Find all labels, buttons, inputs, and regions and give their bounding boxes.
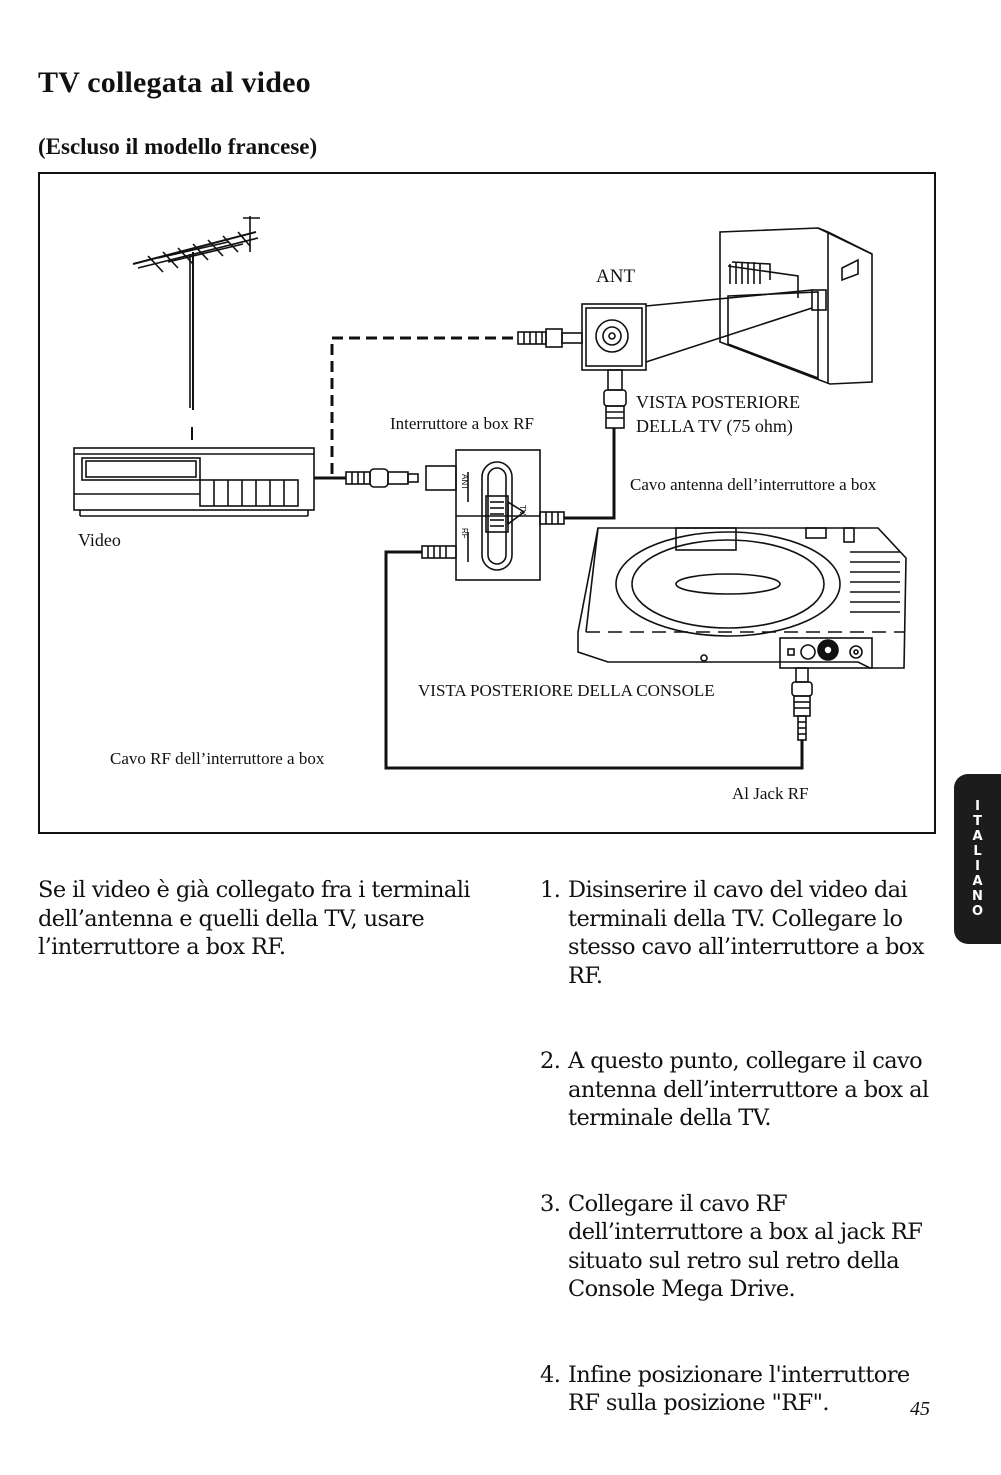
page-number: 45 bbox=[910, 1398, 930, 1420]
intro-paragraph: Se il video è già collegato fra i termin… bbox=[38, 877, 471, 960]
language-tab-letter: A bbox=[972, 829, 983, 844]
tv-ant-terminal-icon bbox=[581, 303, 647, 371]
tv-rear-icon bbox=[645, 227, 873, 385]
rf-jack-label: Al Jack RF bbox=[732, 784, 809, 803]
step-number: 2. bbox=[540, 1048, 561, 1074]
language-tab: I T A L I A N O bbox=[954, 774, 1001, 944]
console-rear-view-label: VISTA POSTERIORE DELLA CONSOLE bbox=[418, 681, 715, 700]
step-text: Infine posizionare l'interruttore RF sul… bbox=[568, 1361, 910, 1417]
switch-tv-label: TV bbox=[518, 505, 527, 516]
language-tab-letter: L bbox=[973, 844, 982, 859]
page-title: TV collegata al video bbox=[38, 66, 311, 99]
tv-rear-view-label-line2: DELLA TV (75 ohm) bbox=[636, 416, 793, 436]
tv-plug-connector bbox=[517, 328, 583, 348]
step-number: 4. bbox=[540, 1361, 561, 1388]
step-item: 1. Disinserire il cavo del video dai term… bbox=[540, 876, 940, 990]
language-tab-letter: I bbox=[975, 799, 980, 814]
step-text: Disinserire il cavo del video dai termin… bbox=[568, 877, 924, 989]
step-number: 1. bbox=[540, 877, 561, 903]
step-text: Collegare il cavo RF dell’interruttore a… bbox=[568, 1190, 923, 1303]
rf-switch-label: Interruttore a box RF bbox=[390, 414, 534, 433]
tv-rear-view-label-line1: VISTA POSTERIORE bbox=[636, 392, 801, 412]
language-tab-letter: N bbox=[972, 889, 983, 904]
rf-switch-box-icon: ANT RF TV bbox=[425, 449, 541, 581]
step-item: 4. Infine posizionare l'interruttore RF s… bbox=[540, 1361, 940, 1418]
instruction-steps: 1. Disinserire il cavo del video dai term… bbox=[540, 876, 940, 1475]
antenna-cable-label: Cavo antenna dell’interruttore a box bbox=[630, 475, 877, 494]
language-tab-letter: I bbox=[975, 859, 980, 874]
step-number: 3. bbox=[540, 1190, 561, 1217]
step-item: 2. A questo punto, collegare il cavo ante… bbox=[540, 1047, 940, 1133]
connection-diagram: ANT RF TV bbox=[38, 172, 936, 834]
switch-ant-label: ANT bbox=[460, 474, 469, 490]
page-subtitle: (Escluso il modello francese) bbox=[38, 134, 318, 159]
console-rear-icon bbox=[577, 527, 907, 669]
switch-rf-label: RF bbox=[460, 528, 469, 539]
step-item: 3. Collegare il cavo RF dell’interruttore… bbox=[540, 1190, 940, 1304]
step-text: A questo punto, collegare il cavo antenn… bbox=[568, 1048, 929, 1131]
language-tab-letter: T bbox=[973, 814, 982, 829]
video-label: Video bbox=[78, 530, 121, 550]
rf-jack-icon bbox=[791, 667, 813, 741]
tv-vertical-plug bbox=[603, 369, 627, 429]
language-tab-letter: A bbox=[972, 874, 983, 889]
vcr-plug-connector bbox=[345, 468, 419, 488]
antenna-icon bbox=[132, 216, 260, 440]
language-tab-letter: O bbox=[971, 904, 984, 919]
vcr-icon bbox=[73, 447, 315, 517]
diagram-frame bbox=[38, 172, 936, 834]
ant-label: ANT bbox=[596, 266, 636, 287]
switch-tv-connector bbox=[539, 511, 565, 525]
rf-cable-label: Cavo RF dell’interruttore a box bbox=[110, 749, 325, 768]
rf-cable-connector bbox=[421, 545, 457, 559]
